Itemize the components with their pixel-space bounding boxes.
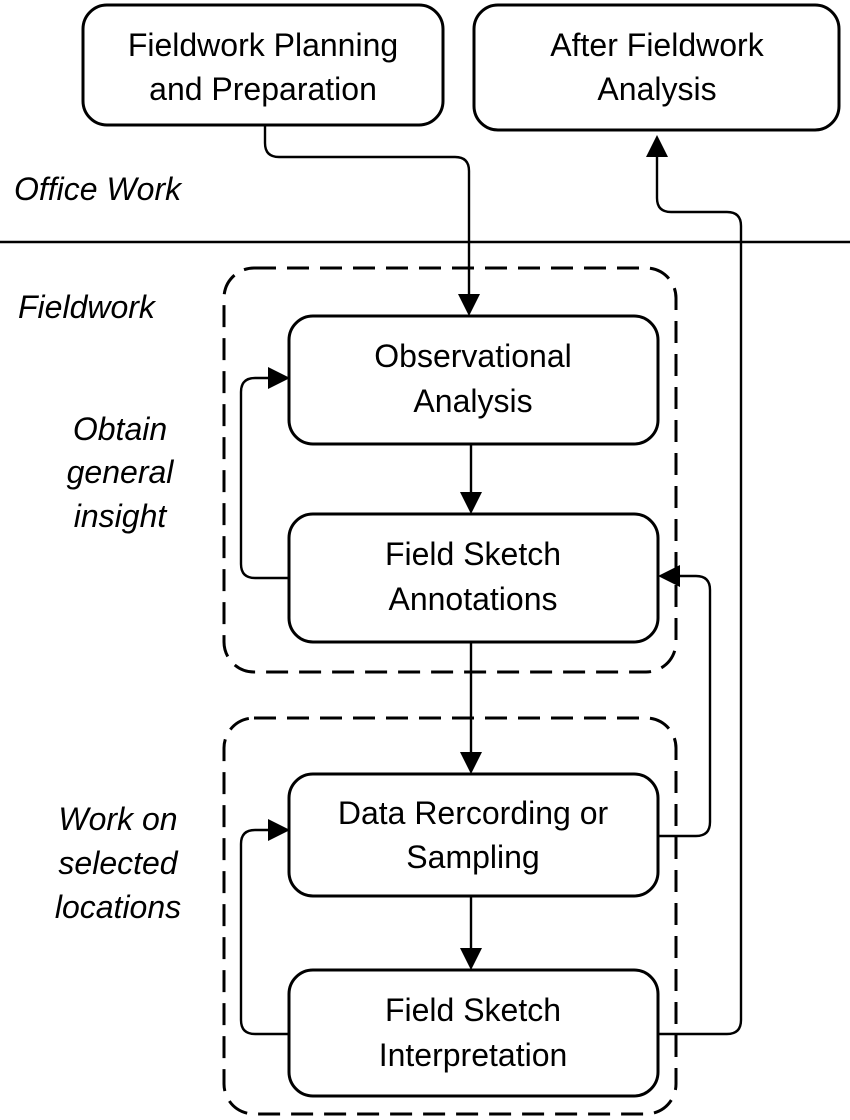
data-recording-line-2: Sampling xyxy=(406,839,539,875)
observational-to-annotations-arrow xyxy=(460,492,482,514)
interpretation-to-after-line xyxy=(655,155,743,1036)
planning-to-observational-arrow xyxy=(458,294,480,316)
selected-locations-label: Work on selected locations xyxy=(55,801,181,925)
after-box-line-2: Analysis xyxy=(597,71,716,107)
interpretation-line-1: Field Sketch xyxy=(385,992,561,1028)
planning-box-line-2: and Preparation xyxy=(149,71,377,107)
observational-analysis-box: Observational Analysis xyxy=(287,314,660,446)
after-box-line-1: After Fieldwork xyxy=(550,27,764,63)
data-to-interpretation-arrow xyxy=(460,948,482,970)
selected-locations-group xyxy=(222,716,678,1116)
fieldwork-label: Fieldwork xyxy=(18,289,157,325)
annotations-to-data-arrow xyxy=(460,752,482,774)
planning-to-observational-line xyxy=(263,125,471,296)
data-recording-line-1: Data Rercording or xyxy=(338,795,609,831)
annotations-line-2: Annotations xyxy=(388,581,557,617)
interpretation-line-2: Interpretation xyxy=(379,1037,568,1073)
planning-box-line-1: Fieldwork Planning xyxy=(128,27,398,63)
interpretation-to-after-arrow xyxy=(646,135,668,157)
annotations-line-1: Field Sketch xyxy=(385,536,561,572)
general-insight-label-line-1: Obtain xyxy=(73,411,167,447)
field-sketch-annotations-box: Field Sketch Annotations xyxy=(287,512,660,644)
data-recording-box: Data Rercording or Sampling xyxy=(287,772,660,898)
general-insight-group xyxy=(222,266,678,674)
planning-box: Fieldwork Planning and Preparation xyxy=(81,3,445,127)
after-fieldwork-box: After Fieldwork Analysis xyxy=(472,3,841,132)
general-insight-label-line-3: insight xyxy=(74,498,168,534)
annotations-to-observational-loop xyxy=(239,376,289,580)
interpretation-to-data-arrow xyxy=(268,819,290,841)
field-sketch-interpretation-box: Field Sketch Interpretation xyxy=(287,968,660,1098)
general-insight-label: Obtain general insight xyxy=(67,411,175,534)
observational-line-1: Observational xyxy=(374,338,571,374)
office-work-label: Office Work xyxy=(14,171,183,207)
observational-line-2: Analysis xyxy=(413,383,532,419)
general-insight-label-line-2: general xyxy=(67,454,175,490)
interpretation-to-data-loop xyxy=(239,828,289,1036)
data-to-annotations-arrow xyxy=(658,565,680,587)
data-to-annotations-loop xyxy=(658,574,712,838)
annotations-to-observational-arrow xyxy=(268,367,290,389)
selected-locations-label-line-3: locations xyxy=(55,889,181,925)
selected-locations-label-line-2: selected xyxy=(58,845,178,881)
selected-locations-label-line-1: Work on xyxy=(58,801,177,837)
